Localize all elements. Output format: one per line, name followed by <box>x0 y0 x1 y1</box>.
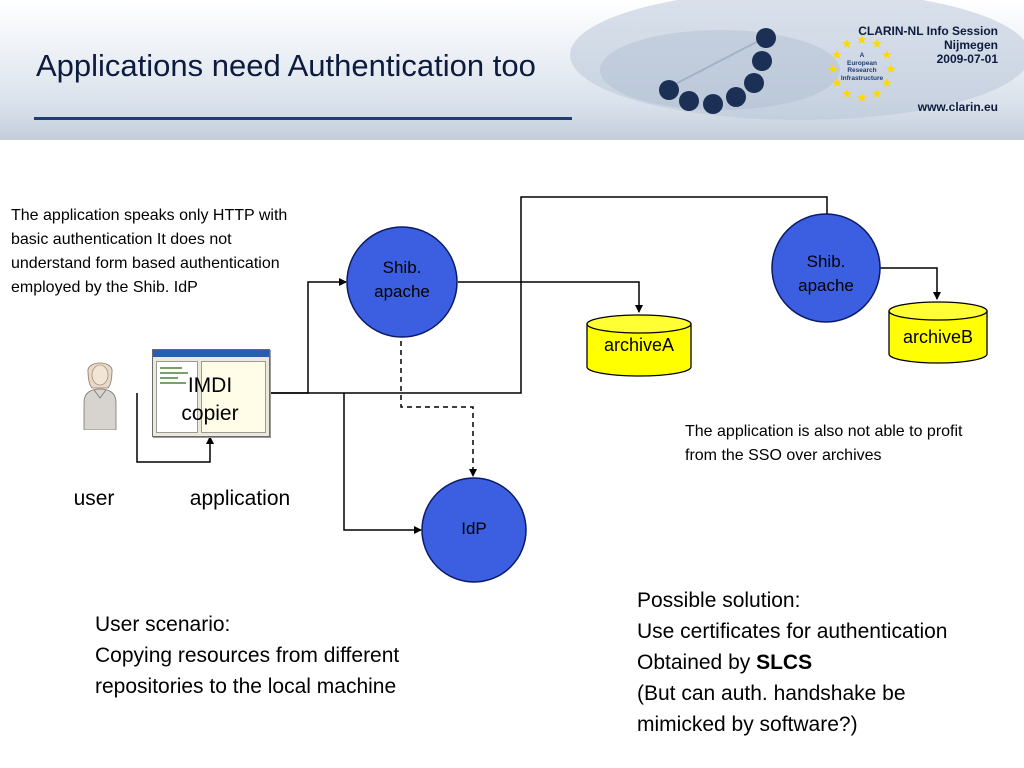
svg-text:★: ★ <box>831 48 843 63</box>
archiveB-label: archiveB <box>902 327 974 347</box>
title-underline <box>34 117 572 120</box>
slcs-term: SLCS <box>756 651 813 674</box>
solution-line: mimicked by software?) <box>637 713 858 736</box>
svg-text:★: ★ <box>841 37 853 52</box>
user-caption: user <box>73 487 115 510</box>
scenario-line: Copying resources from different <box>95 644 400 667</box>
shibB-node <box>771 213 881 323</box>
solution-heading: Possible solution: <box>637 589 801 612</box>
sso-note: The application is also not able to prof… <box>685 423 963 464</box>
http-basic-auth-note: The application speaks only HTTP with ba… <box>11 207 288 296</box>
svg-text:★: ★ <box>871 87 883 102</box>
slide-title: Applications need Authentication too <box>36 48 536 83</box>
session-location: Nijmegen <box>943 38 998 52</box>
svg-text:★: ★ <box>827 62 839 77</box>
shibA-to-idp-dashed-connector <box>400 332 477 477</box>
svg-text:★: ★ <box>856 91 868 106</box>
session-date: 2009-07-01 <box>936 52 998 66</box>
archiveA-cylinder <box>586 314 692 377</box>
svg-text:★: ★ <box>885 62 897 77</box>
user-scenario-text: User scenario: Copying resources from di… <box>95 609 515 702</box>
svg-text:★: ★ <box>841 87 853 102</box>
app-to-shibB-connector <box>268 196 831 394</box>
session-info: CLARIN-NL Info Session Nijmegen 2009-07-… <box>858 24 998 66</box>
solution-line: Obtained by SLCS <box>637 651 813 674</box>
archiveA-label: archiveA <box>603 335 675 355</box>
solution-line: Use certificates for authentication <box>637 620 948 643</box>
shibA-label: Shib.apache <box>374 258 430 301</box>
header-band: Applications need Authentication too ★ ★… <box>0 0 1024 140</box>
archiveB-cylinder <box>888 301 988 364</box>
shibA-to-archiveA-connector <box>458 281 643 313</box>
scenario-heading: User scenario: <box>95 613 231 636</box>
application-caption: application <box>189 487 291 510</box>
svg-text:★: ★ <box>881 48 893 63</box>
network-dots-graphic <box>659 28 776 114</box>
imdi-copier-window[interactable] <box>152 349 270 437</box>
shibB-label: Shib.apache <box>798 252 854 295</box>
logo-caption: A European Research Infrastructure <box>840 52 884 82</box>
app-to-idp-connector <box>343 393 422 534</box>
window-titlebar <box>153 350 269 357</box>
shibA-node <box>346 226 458 338</box>
idp-label: IdP <box>461 519 487 538</box>
svg-text:★: ★ <box>831 76 843 91</box>
eu-stars-logo: ★ ★ ★ ★ ★ ★ ★ ★ ★ ★ ★ ★ A European Resea… <box>824 30 900 106</box>
svg-text:★: ★ <box>871 37 883 52</box>
solution-line: (But can auth. handshake be <box>637 682 906 705</box>
possible-solution-text: Possible solution: Use certificates for … <box>637 585 1022 740</box>
imdi-copier-label: IMDI copier <box>181 374 239 425</box>
session-name: CLARIN-NL Info Session <box>858 24 998 38</box>
svg-text:★: ★ <box>881 76 893 91</box>
site-url: www.clarin.eu <box>917 100 998 114</box>
shibB-to-archiveB-connector <box>880 267 941 300</box>
window-content-pane <box>201 361 266 433</box>
user-avatar-icon <box>83 362 117 430</box>
idp-node <box>421 477 527 583</box>
scenario-line: repositories to the local machine <box>95 675 397 698</box>
svg-text:★: ★ <box>856 33 868 48</box>
window-tree-pane <box>156 361 198 433</box>
star-ring-icon: ★ ★ ★ ★ ★ ★ ★ ★ ★ ★ ★ ★ <box>827 33 897 106</box>
user-to-app-connector <box>136 393 214 463</box>
